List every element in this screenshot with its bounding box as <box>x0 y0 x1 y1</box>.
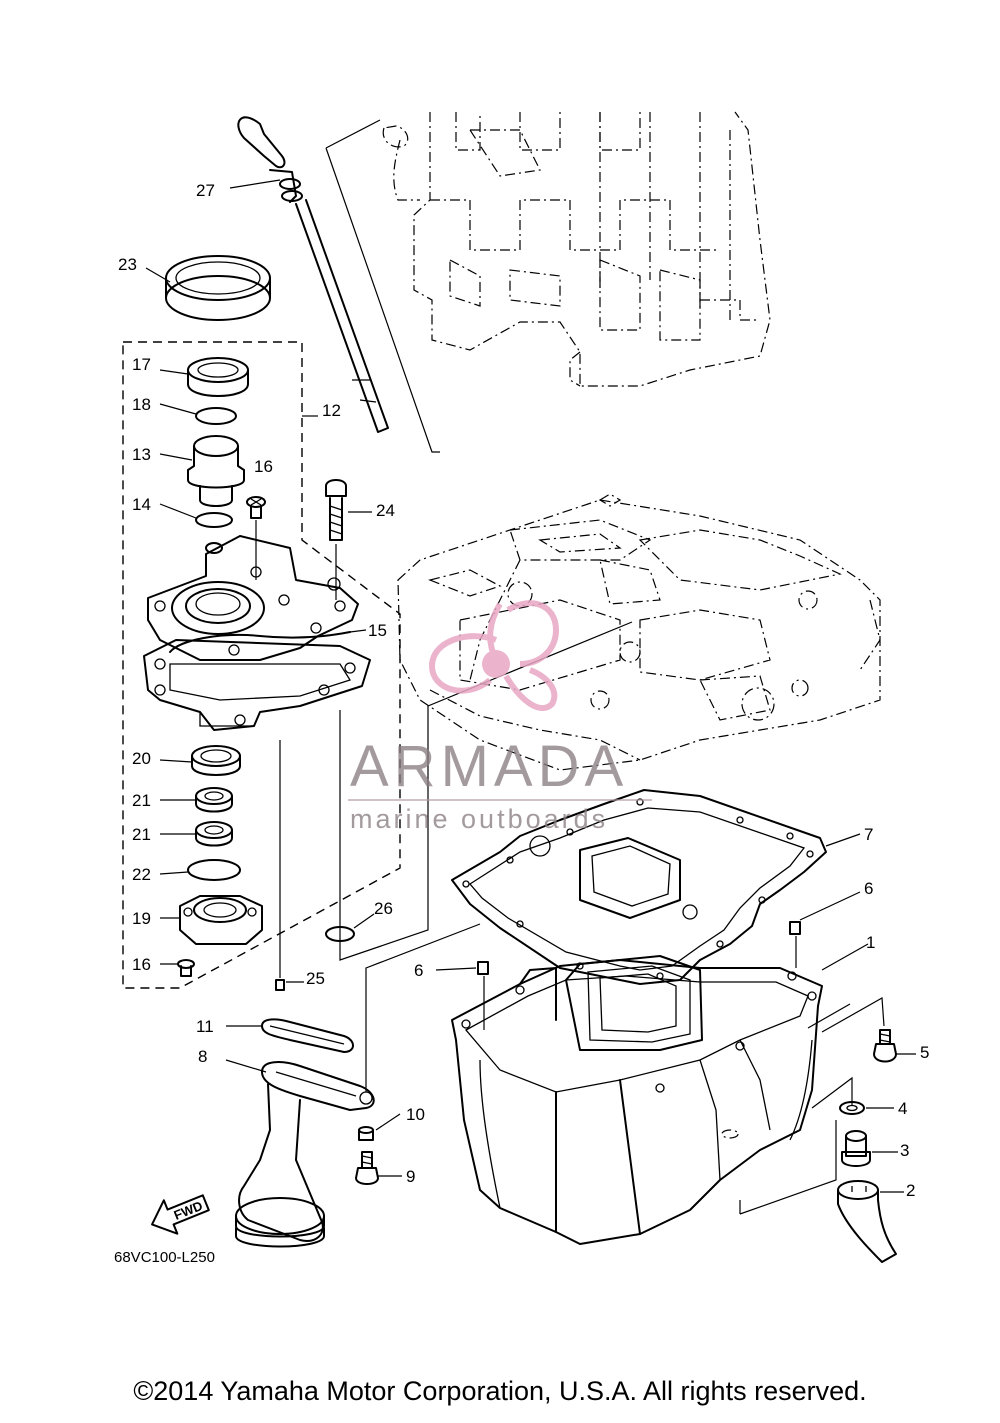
diagram-code: 68VC100-L250 <box>114 1249 215 1266</box>
leader-13 <box>159 453 193 461</box>
callout-24: 24 <box>376 501 395 520</box>
gasket-7 <box>451 789 827 985</box>
leader-17 <box>159 369 189 375</box>
guide-5 <box>807 997 885 1033</box>
cover-19 <box>179 895 263 945</box>
leader-10 <box>375 1113 401 1131</box>
callout-19: 19 <box>132 909 151 928</box>
o-ring-26 <box>325 926 355 942</box>
guide-8 <box>365 923 481 1092</box>
callout-15: 15 <box>368 621 387 640</box>
engine-block-outline <box>382 111 771 387</box>
callout-5: 5 <box>920 1043 929 1062</box>
copyright-notice: ©2014 Yamaha Motor Corporation, U.S.A. A… <box>133 1376 867 1406</box>
leader-6-left <box>435 967 477 971</box>
callout-8: 8 <box>198 1047 207 1066</box>
callout-27: 27 <box>196 181 215 200</box>
callout-3: 3 <box>900 1141 909 1160</box>
leader-8 <box>225 1059 267 1073</box>
o-ring-18 <box>195 407 237 425</box>
callout-22: 22 <box>132 865 151 884</box>
callout-9: 9 <box>406 1167 415 1186</box>
oil-seal-17 <box>187 357 249 397</box>
watermark-tagline: marine outboards <box>350 804 608 834</box>
oil-pan-1 <box>451 955 823 1245</box>
callout-16-top: 16 <box>254 457 273 476</box>
screw-16-bottom <box>177 959 195 977</box>
dipstick-part <box>237 116 389 433</box>
leader-15 <box>349 629 367 633</box>
guide-drain <box>739 1076 853 1215</box>
bolt-9 <box>355 1151 379 1185</box>
leader-20 <box>159 759 193 763</box>
callout-10: 10 <box>406 1105 425 1124</box>
sleeve-13 <box>187 435 245 507</box>
collar-10 <box>358 1126 374 1141</box>
fwd-arrow-icon: FWD <box>151 1194 210 1235</box>
assembly-12-boundary <box>122 341 401 989</box>
leader-22 <box>159 871 189 875</box>
drain-pipe-2 <box>837 1180 897 1263</box>
leader-27 <box>229 179 281 189</box>
oil-seal-21-lower <box>195 821 233 847</box>
leader-23 <box>145 267 171 283</box>
callout-7: 7 <box>864 825 873 844</box>
leader-1 <box>821 943 869 971</box>
oil-strainer-8 <box>235 1061 375 1248</box>
callout-25: 25 <box>306 969 325 988</box>
callout-20: 20 <box>132 749 151 768</box>
bolt-5 <box>873 1029 897 1063</box>
ring-seal-23 <box>165 255 271 321</box>
screw-16-top <box>246 496 266 519</box>
callout-12: 12 <box>322 401 341 420</box>
leader-26 <box>353 913 375 929</box>
callout-13: 13 <box>132 445 151 464</box>
washer-4 <box>839 1101 865 1115</box>
watermark-brand: ARMADA <box>350 734 628 799</box>
callout-14: 14 <box>132 495 151 514</box>
callout-4: 4 <box>898 1099 907 1118</box>
callout-21-lower: 21 <box>132 825 151 844</box>
gasket-11 <box>261 1018 354 1053</box>
callout-21-upper: 21 <box>132 791 151 810</box>
callout-1: 1 <box>866 933 875 952</box>
upper-casing-outline <box>397 493 881 771</box>
oil-seal-20 <box>191 745 241 776</box>
callout-23: 23 <box>118 255 137 274</box>
dowel-6-right <box>789 921 801 935</box>
leader-14 <box>159 503 197 519</box>
callout-6-left: 6 <box>414 961 423 980</box>
oil-seal-21-upper <box>195 787 233 813</box>
dowel-25 <box>275 979 285 991</box>
guide-dipstick <box>325 119 440 453</box>
callout-2: 2 <box>906 1181 915 1200</box>
callout-18: 18 <box>132 395 151 414</box>
gasket-15 <box>169 631 351 653</box>
leader-6-right <box>799 891 861 921</box>
o-ring-22 <box>187 859 241 881</box>
callout-16-bottom: 16 <box>132 955 151 974</box>
leader-7 <box>825 833 861 847</box>
callout-17: 17 <box>132 355 151 374</box>
dowel-6-left <box>477 961 489 975</box>
bolt-24 <box>325 479 347 541</box>
callout-11: 11 <box>196 1017 214 1036</box>
o-ring-14 <box>195 512 233 528</box>
watermark-logo-icon <box>428 600 560 712</box>
callout-6-right: 6 <box>864 879 873 898</box>
oil-pump-housing-12 <box>143 535 371 731</box>
callout-26: 26 <box>374 899 393 918</box>
drain-plug-3 <box>841 1130 871 1167</box>
leader-18 <box>159 403 197 415</box>
